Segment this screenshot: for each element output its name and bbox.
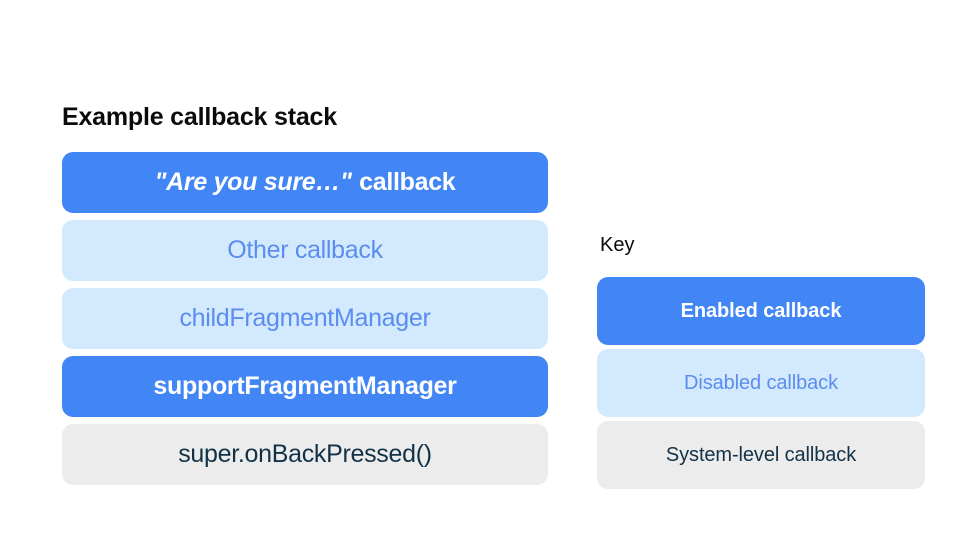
key-title: Key [600,234,635,256]
key-item-enabled-callback: Enabled callback [597,277,925,345]
callback-stack-list: "Are you sure…"callback Other callback c… [62,152,548,485]
callback-stack-panel: Example callback stack "Are you sure…"ca… [62,100,548,485]
stack-item-label: callback [359,168,456,196]
stack-item-support-fragment-manager: supportFragmentManager [62,356,548,417]
stack-item-label: supportFragmentManager [153,372,457,400]
stack-item-label: Other callback [227,236,383,264]
key-item-label: System-level callback [665,443,857,466]
key-item-system-level-callback: System-level callback [597,421,925,489]
stack-item-are-you-sure-callback: "Are you sure…"callback [62,152,548,213]
stack-item-child-fragment-manager: childFragmentManager [62,288,548,349]
stack-item-label: childFragmentManager [179,304,431,332]
key-legend-list: Enabled callback Disabled callback Syste… [597,277,925,489]
key-item-disabled-callback: Disabled callback [597,349,925,417]
stack-item-label: super.onBackPressed() [178,440,432,468]
key-item-label: Enabled callback [680,299,842,322]
key-panel: Key Enabled callback Disabled callback S… [597,232,925,489]
stack-title: Example callback stack [62,103,337,131]
stack-item-super-on-back-pressed: super.onBackPressed() [62,424,548,485]
stack-item-quoted-text: "Are you sure…" [154,168,352,196]
stack-item-other-callback: Other callback [62,220,548,281]
key-item-label: Disabled callback [684,371,838,394]
